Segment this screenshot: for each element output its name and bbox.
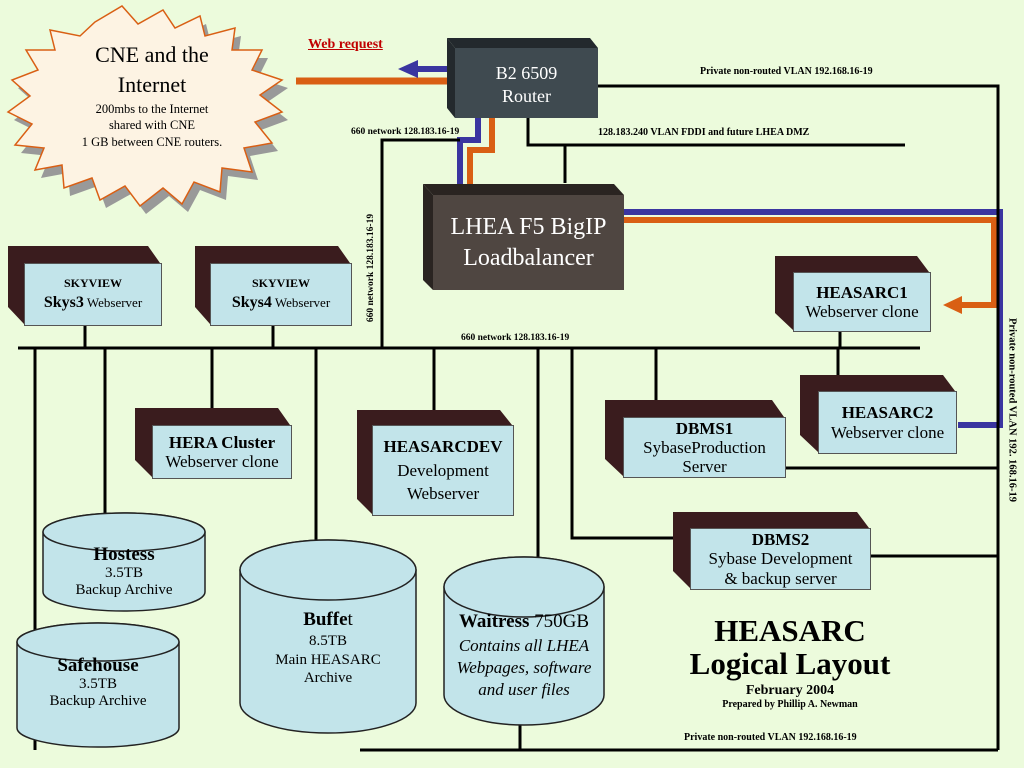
router-lb-blue-link — [457, 114, 481, 188]
private-vlan-top-label: Private non-routed VLAN 192.168.16-19 — [700, 66, 873, 77]
net660-vertical-label: 660 network 128.183.16-19 — [366, 213, 376, 323]
skys4-top: SKYVIEW — [251, 276, 310, 291]
loadbalancer-label: LHEA F5 BigIP Loadbalancer — [450, 214, 607, 272]
web-request-label: Web request — [308, 37, 383, 52]
router-lb-orange-link — [467, 114, 495, 188]
skys4-role: Webserver — [271, 294, 331, 310]
storage-safehouse: Safehouse 3.5TB Backup Archive — [49, 655, 147, 710]
fddi-vlan-label: 128.183.240 VLAN FDDI and future LHEA DM… — [598, 127, 810, 138]
skys4-name: Skys4 — [231, 293, 272, 311]
server-heasarc2: HEASARC2 Webserver clone — [818, 391, 957, 454]
cloud-description: 200mbs to the Internet shared with CNE 1… — [81, 102, 223, 149]
server-dbms1: DBMS1 SybaseProduction Server — [623, 417, 786, 478]
lb-private-orange-link — [622, 217, 997, 308]
server-hera-cluster: HERA Cluster Webserver clone — [152, 425, 292, 479]
diagram-date: February 2004 — [745, 683, 835, 698]
net660-bus-label: 660 network 128.183.16-19 — [461, 333, 570, 343]
diagram-title: HEASARC Logical Layout — [689, 613, 891, 682]
net660-feed — [380, 138, 460, 348]
cloud-title: CNE and the Internet — [95, 42, 209, 97]
private-vlan-bottom-label: Private non-routed VLAN 192.168.16-19 — [684, 732, 857, 743]
storage-waitress: Waitress 750GB Contains all LHEA Webpage… — [456, 611, 592, 699]
router-label: B2 6509 Router — [495, 63, 558, 107]
loadbalancer-shape — [423, 184, 624, 290]
fddi-vlan — [526, 114, 905, 147]
diagram-author: Prepared by Phillip A. Newman — [722, 699, 858, 710]
server-skys3: SKYVIEW Skys3 Webserver — [24, 263, 162, 326]
lb-private-blue-link — [622, 209, 1003, 428]
skys3-name: Skys3 — [43, 293, 84, 311]
skys3-top: SKYVIEW — [63, 276, 122, 291]
private-vlan-top — [598, 84, 1000, 750]
net660-top-label: 660 network 128.183.16-19 — [351, 127, 460, 137]
router-shape — [447, 38, 598, 118]
storage-cylinders — [16, 512, 605, 748]
heasarc1-arrow — [943, 296, 962, 314]
server-heasarc1: HEASARC1 Webserver clone — [793, 272, 931, 332]
private-vlan-right-label: Private non-routed VLAN 192. 168.16-19 — [1006, 318, 1018, 502]
server-dbms2: DBMS2 Sybase Development & backup server — [690, 528, 871, 590]
cne-internet-cloud-fill — [6, 5, 284, 208]
web-request-arrow — [398, 60, 418, 78]
skys3-role: Webserver — [83, 294, 143, 310]
server-skys4: SKYVIEW Skys4 Webserver — [210, 263, 352, 326]
storage-hostess: Hostess 3.5TB Backup Archive — [75, 544, 173, 599]
server-heasarcdev: HEASARCDEV Development Webserver — [372, 425, 514, 516]
storage-buffet: Buffet 8.5TB Main HEASARC Archive — [275, 609, 381, 687]
